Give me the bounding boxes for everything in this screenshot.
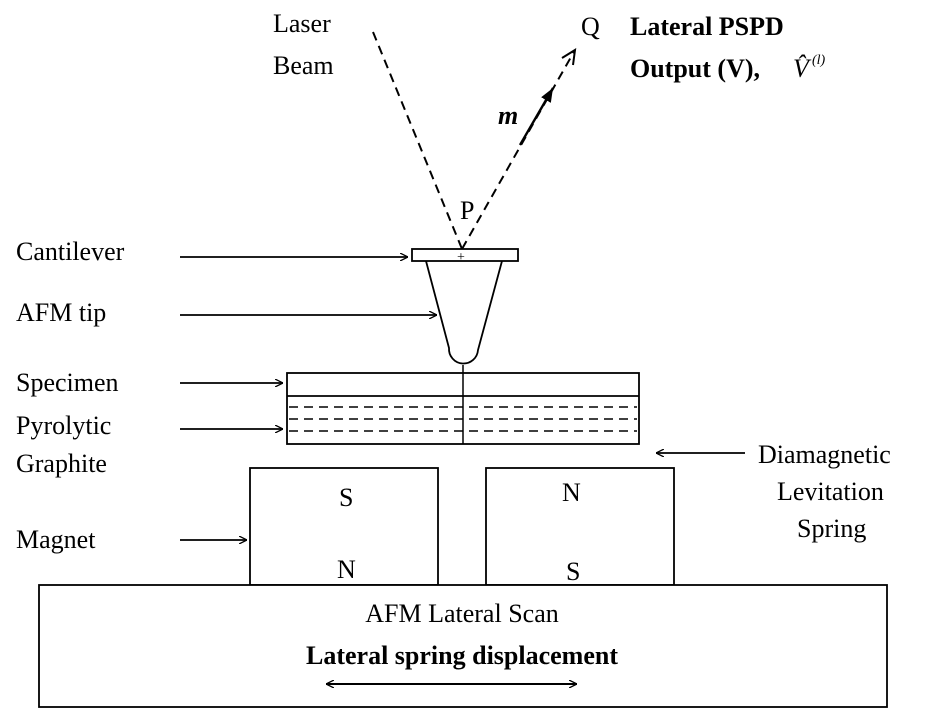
point-q-label: Q bbox=[581, 12, 600, 41]
laser-beam-reflected bbox=[461, 49, 576, 250]
laser-beam-incident bbox=[372, 31, 463, 250]
levitation-label-line1: Diamagnetic bbox=[758, 440, 891, 469]
right-magnet-bottom-pole: S bbox=[566, 557, 580, 586]
afm-tip-label: AFM tip bbox=[16, 298, 106, 327]
pspd-symbol: V̂ bbox=[793, 54, 812, 83]
levitation-label-line2: Levitation bbox=[777, 477, 884, 506]
cantilever-beam bbox=[411, 248, 519, 262]
magnet-label: Magnet bbox=[16, 525, 96, 554]
left-magnet bbox=[249, 467, 439, 586]
laser-label-line1: Laser bbox=[273, 9, 331, 38]
pspd-label-line2: Output (V), bbox=[630, 54, 760, 83]
cantilever-center-mark: + bbox=[457, 250, 465, 265]
graphite-label-line2: Graphite bbox=[16, 449, 107, 478]
vector-m-label: m bbox=[498, 101, 518, 130]
laser-label-line2: Beam bbox=[273, 51, 334, 80]
vector-m-arrow bbox=[518, 87, 555, 146]
levitation-label-line3: Spring bbox=[797, 514, 866, 543]
left-magnet-bottom-pole: N bbox=[337, 555, 356, 584]
right-magnet-top-pole: N bbox=[562, 478, 581, 507]
scan-stage-title: AFM Lateral Scan bbox=[365, 599, 559, 628]
specimen-label: Specimen bbox=[16, 368, 119, 397]
pspd-superscript: (l) bbox=[812, 53, 826, 68]
afm-tip-shape bbox=[425, 260, 503, 365]
right-magnet bbox=[485, 467, 675, 586]
cantilever-label: Cantilever bbox=[16, 237, 125, 266]
reflected-beam-arrowhead bbox=[561, 48, 577, 66]
graphite-label-line1: Pyrolytic bbox=[16, 411, 111, 440]
point-p-label: P bbox=[460, 196, 474, 225]
pspd-label-line1: Lateral PSPD bbox=[630, 12, 784, 41]
scan-stage-subtitle: Lateral spring displacement bbox=[306, 641, 618, 670]
left-magnet-top-pole: S bbox=[339, 483, 353, 512]
